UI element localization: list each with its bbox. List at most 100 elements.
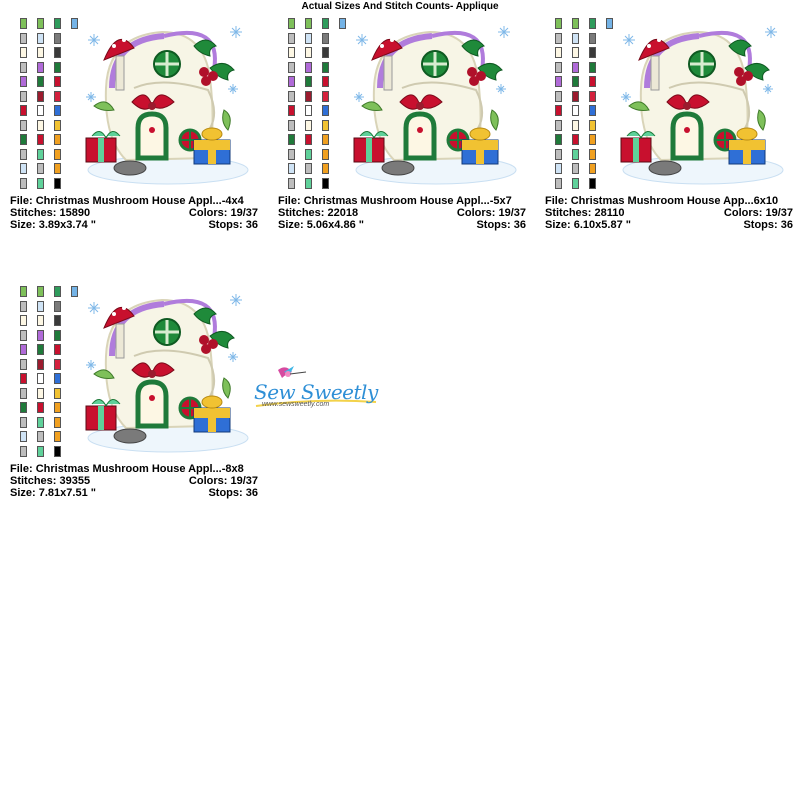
thread-swatch	[54, 300, 61, 312]
file-label: File:	[10, 463, 33, 475]
thread-swatch	[305, 148, 312, 160]
thread-swatch	[555, 177, 562, 189]
thread-swatch	[37, 119, 44, 131]
thread-swatch	[20, 163, 27, 174]
size-label: Size:	[278, 219, 304, 231]
thread-swatch	[20, 329, 27, 341]
colors-value: 19/37	[230, 475, 258, 487]
thread-swatch	[339, 18, 346, 29]
thread-swatch	[322, 90, 329, 102]
thread-swatch	[555, 47, 562, 58]
thread-swatch	[37, 47, 44, 58]
design-panel-4x4[interactable]: File: Christmas Mushroom House Appl...-4…	[0, 0, 262, 231]
color-swatches	[8, 18, 78, 190]
stops-label: Stops:	[743, 219, 778, 231]
thread-swatch	[322, 76, 329, 87]
thread-swatch	[37, 105, 44, 116]
thread-swatch	[37, 344, 44, 355]
stops-label: Stops:	[476, 219, 511, 231]
thread-swatch	[54, 344, 61, 355]
colors-value: 19/37	[765, 207, 793, 219]
thread-swatch	[54, 61, 61, 73]
thread-swatch	[37, 358, 44, 370]
thread-swatch	[20, 344, 27, 355]
stitches-value: 39355	[59, 475, 91, 487]
thread-swatch	[20, 286, 27, 297]
thread-swatch	[37, 431, 44, 442]
thread-swatch	[322, 148, 329, 160]
thread-swatch	[305, 76, 312, 87]
thread-swatch	[288, 177, 295, 189]
size-value: 6.10x5.87 "	[573, 219, 631, 231]
thread-swatch	[37, 134, 44, 145]
thread-swatch	[322, 105, 329, 116]
colors-value: 19/37	[230, 207, 258, 219]
thread-swatch	[54, 387, 61, 399]
design-panel-5x7[interactable]: File: Christmas Mushroom House Appl...-5…	[268, 0, 530, 231]
thread-swatch	[54, 445, 61, 457]
mushroom-house-preview	[350, 18, 520, 190]
thread-swatch	[305, 177, 312, 189]
design-info: File: Christmas Mushroom House Appl...-5…	[278, 195, 526, 231]
thread-swatch	[37, 300, 44, 312]
page-title: Actual Sizes And Stitch Counts- Applique	[301, 1, 499, 12]
thread-swatch	[322, 134, 329, 145]
thread-swatch	[54, 119, 61, 131]
thread-swatch	[54, 358, 61, 370]
thread-swatch	[305, 90, 312, 102]
thread-swatch	[54, 431, 61, 442]
stitches-value: 28110	[594, 207, 625, 219]
thread-swatch	[288, 134, 295, 145]
thread-swatch	[288, 32, 295, 44]
size-label: Size:	[545, 219, 571, 231]
thread-swatch	[589, 76, 596, 87]
thread-swatch	[305, 32, 312, 44]
thread-swatch	[54, 329, 61, 341]
colors-label: Colors:	[723, 207, 763, 219]
thread-swatch	[555, 134, 562, 145]
design-panel-8x8[interactable]: File: Christmas Mushroom House Appl...-8…	[0, 268, 262, 499]
thread-swatch	[20, 387, 27, 399]
thread-swatch	[589, 134, 596, 145]
thread-swatch	[555, 76, 562, 87]
thread-swatch	[54, 402, 61, 413]
thread-swatch	[589, 18, 596, 29]
mushroom-house-preview	[82, 286, 252, 458]
thread-swatch	[288, 18, 295, 29]
thread-swatch	[322, 18, 329, 29]
size-value: 3.89x3.74 "	[38, 219, 96, 231]
thread-swatch	[555, 105, 562, 116]
thread-swatch	[572, 47, 579, 58]
thread-swatch	[20, 315, 27, 326]
thread-swatch	[322, 32, 329, 44]
thread-swatch	[288, 90, 295, 102]
thread-swatch	[288, 76, 295, 87]
file-label: File:	[10, 195, 33, 207]
thread-swatch	[20, 105, 27, 116]
thread-swatch	[305, 61, 312, 73]
thread-swatch	[322, 119, 329, 131]
thread-swatch	[572, 61, 579, 73]
thread-swatch	[288, 47, 295, 58]
thread-swatch	[589, 163, 596, 174]
thread-swatch	[37, 286, 44, 297]
thread-swatch	[20, 402, 27, 413]
stops-value: 36	[513, 219, 526, 231]
thread-swatch	[20, 373, 27, 384]
thread-swatch	[37, 177, 44, 189]
design-panel-6x10[interactable]: File: Christmas Mushroom House App...6x1…	[535, 0, 797, 231]
mushroom-house-preview	[82, 18, 252, 190]
thread-swatch	[606, 18, 613, 29]
stitches-label: Stitches:	[278, 207, 325, 219]
thread-swatch	[37, 445, 44, 457]
file-name: Christmas Mushroom House Appl...-4x4	[35, 195, 244, 207]
thread-swatch	[555, 61, 562, 73]
thread-swatch	[71, 286, 78, 297]
thread-swatch	[37, 76, 44, 87]
file-label: File:	[545, 195, 568, 207]
thread-swatch	[555, 90, 562, 102]
stops-value: 36	[245, 219, 258, 231]
thread-swatch	[20, 445, 27, 457]
thread-swatch	[54, 32, 61, 44]
thread-swatch	[589, 119, 596, 131]
